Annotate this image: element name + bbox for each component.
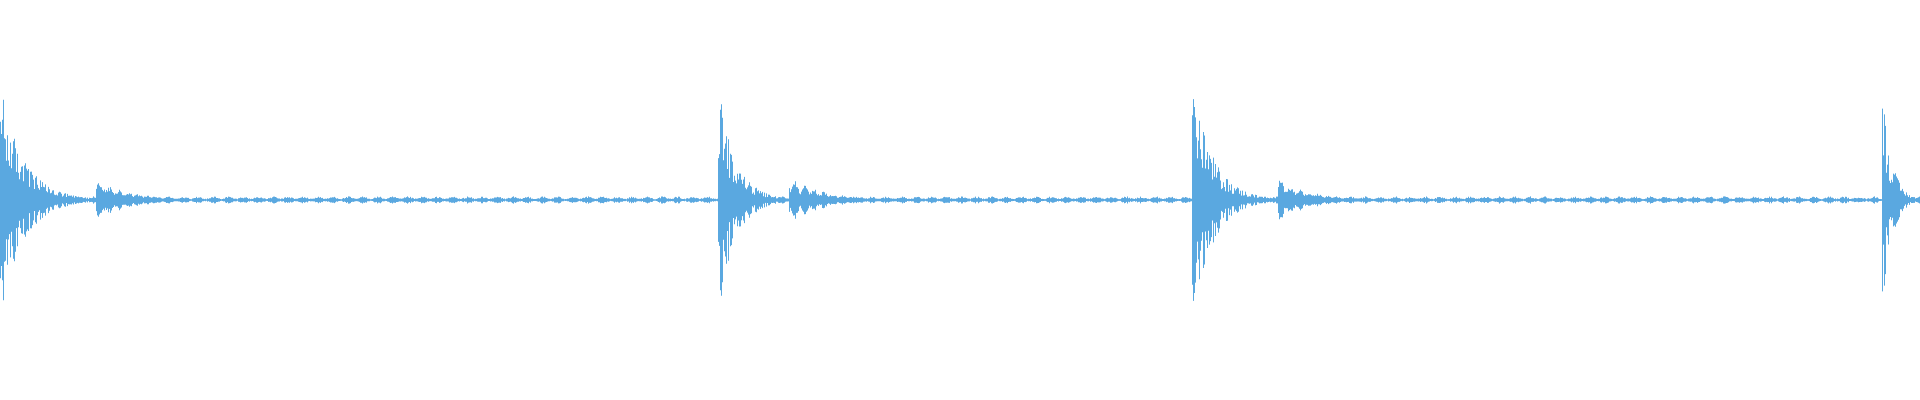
waveform-samples <box>0 99 1920 301</box>
